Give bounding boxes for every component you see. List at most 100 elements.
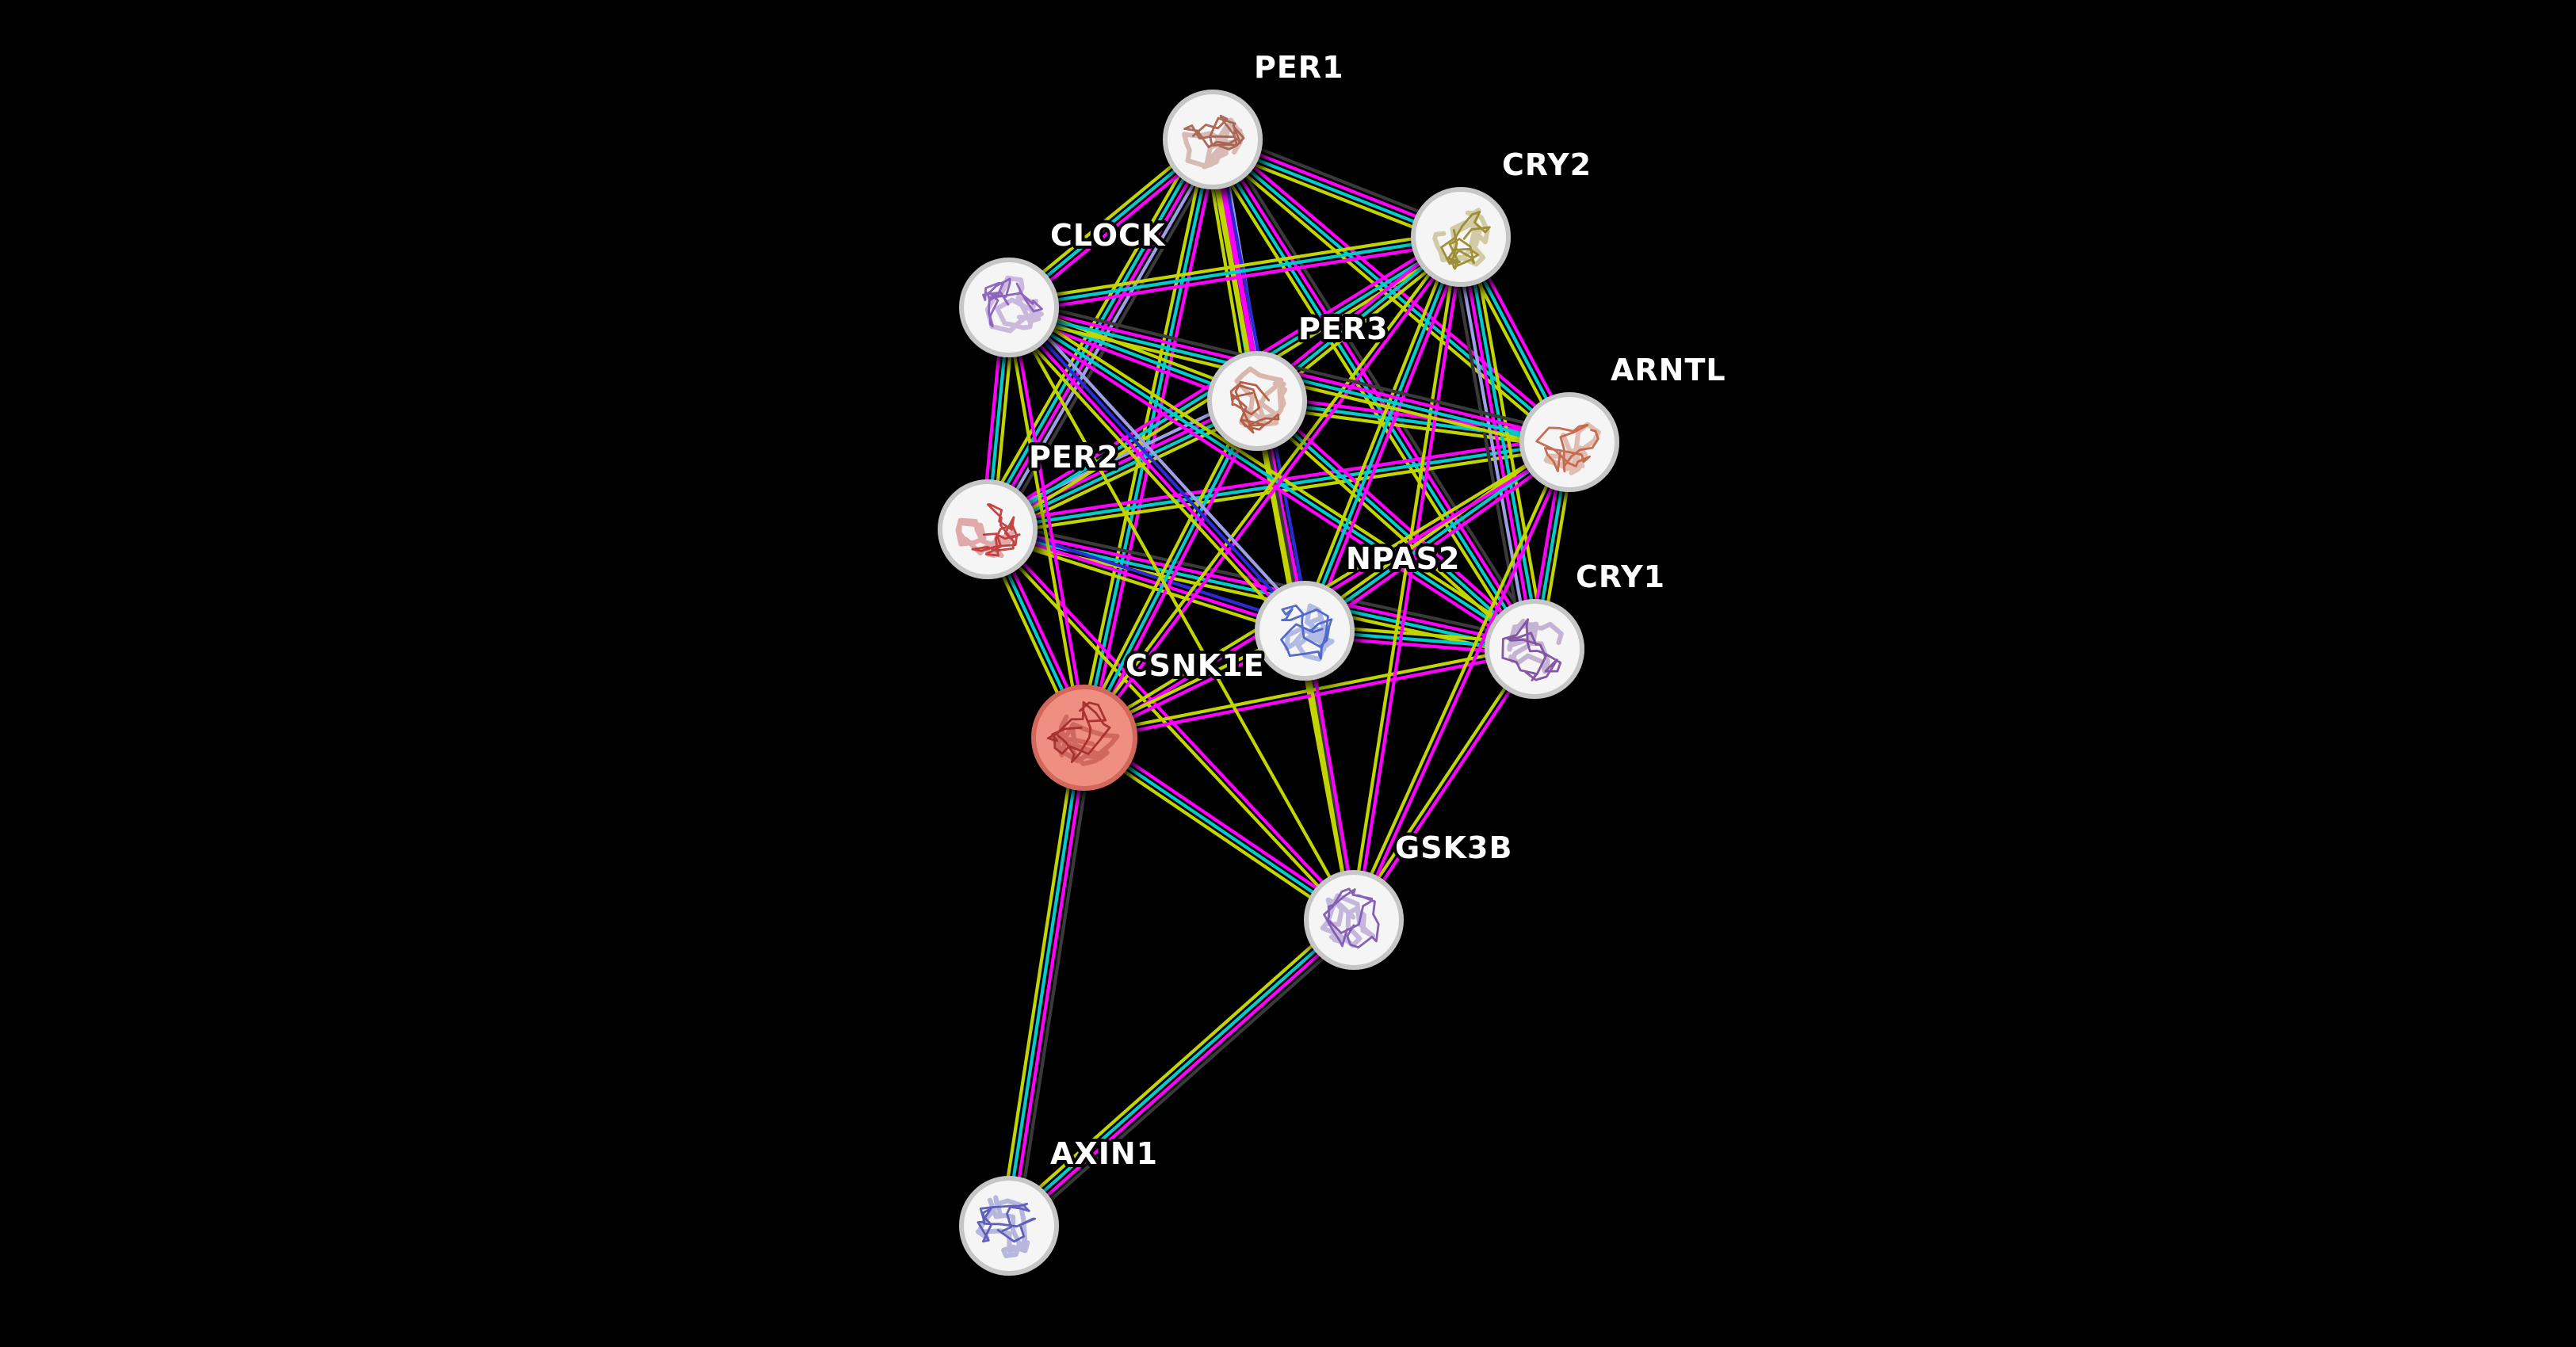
edge-CRY1-CRY2[interactable] — [1448, 233, 1547, 653]
edge-CRY2-CLOCK-experiments-evidence-line — [1007, 240, 1464, 315]
edge-CRY1-CRY2-textmining-evidence-line — [1470, 233, 1547, 649]
edge-CLOCK-GSK3B[interactable] — [1007, 305, 1356, 922]
edge-CSNK1E-GSK3B-databases-evidence-line — [1082, 735, 1356, 922]
edge-CRY1-GSK3B-textmining-evidence-line — [1349, 645, 1535, 921]
node-CLOCK[interactable] — [959, 258, 1059, 357]
node-label-ARNTL: ARNTL — [1611, 353, 1726, 387]
protein-structure-icon — [982, 277, 1043, 328]
node-circle-PER1 — [1163, 90, 1263, 189]
labels-layer: PER1CRY2CLOCKPER3ARNTLPER2NPAS2CRY1CSNK1… — [1026, 47, 1729, 1174]
node-CSNK1E[interactable] — [1031, 685, 1137, 791]
node-label-PER1: PER1 — [1254, 50, 1344, 85]
node-label-GSK3B: GSK3B — [1395, 830, 1512, 865]
node-label-NPAS2: NPAS2 — [1346, 541, 1460, 576]
edge-CLOCK-GSK3B-textmining-evidence-line — [1007, 305, 1356, 922]
node-circle-CRY1 — [1485, 599, 1584, 699]
protein-structure-icon — [1046, 700, 1111, 764]
edge-PER1-ARNTL-experiments-evidence-line — [1214, 133, 1575, 440]
edge-PER3-ARNTL-textmining-evidence-line — [1254, 404, 1571, 450]
edge-PER3-ARNTL-experiments-evidence-line — [1256, 394, 1573, 439]
node-label-CSNK1E: CSNK1E — [1126, 648, 1265, 683]
edge-CLOCK-NPAS2-homology-evidence-line — [1013, 300, 1313, 628]
edge-CSNK1E-AXIN1-coexpression-evidence-line — [1015, 737, 1095, 1229]
edge-CRY1-CRY2-databases-evidence-line — [1464, 234, 1542, 650]
edge-CRY1-CLOCK-databases-evidence-line — [1007, 305, 1537, 651]
edge-CRY2-CSNK1E-experiments-evidence-line — [1084, 237, 1465, 742]
edge-PER1-CSNK1E-databases-evidence-line — [1082, 137, 1215, 740]
edges-layer — [976, 130, 1577, 1234]
node-label-CLOCK: CLOCK — [1050, 218, 1166, 253]
protein-structure-icon — [1182, 117, 1244, 170]
protein-structure-icon — [1440, 211, 1491, 270]
node-CRY1[interactable] — [1485, 599, 1584, 699]
edge-GSK3B-AXIN1-coexpression-evidence-line — [1012, 924, 1362, 1234]
edge-CRY2-CLOCK-textmining-evidence-line — [1006, 230, 1462, 304]
edge-CLOCK-NPAS2-experiments-evidence-line — [1005, 307, 1305, 635]
edge-GSK3B-AXIN1[interactable] — [1001, 911, 1362, 1234]
node-label-PER2: PER2 — [1029, 440, 1119, 475]
edge-CRY1-CSNK1E-experiments-evidence-line — [1083, 650, 1537, 742]
edge-CRY2-NPAS2-databases-evidence-line — [1302, 235, 1463, 633]
edge-CLOCK-NPAS2[interactable] — [1001, 300, 1313, 639]
edge-PER1-CRY1-textmining-evidence-line — [1203, 142, 1530, 655]
node-circle-CLOCK — [959, 258, 1059, 357]
edge-CRY2-CLOCK-databases-evidence-line — [1007, 235, 1463, 310]
node-circle-CSNK1E — [1031, 685, 1137, 791]
edge-PER2-NPAS2[interactable] — [984, 522, 1309, 638]
edge-CSNK1E-AXIN1[interactable] — [999, 735, 1095, 1229]
node-ARNTL[interactable] — [1519, 392, 1619, 492]
edge-CRY2-NPAS2[interactable] — [1298, 233, 1468, 635]
edge-GSK3B-AXIN1-databases-evidence-line — [1005, 916, 1354, 1226]
node-AXIN1[interactable] — [959, 1176, 1059, 1276]
edge-PER2-NPAS2-cooccurrence-evidence-line — [987, 522, 1309, 628]
edge-CSNK1E-AXIN1-textmining-evidence-line — [999, 735, 1078, 1227]
edge-CRY1-CSNK1E-textmining-evidence-line — [1082, 644, 1536, 737]
node-label-CRY1: CRY1 — [1576, 559, 1665, 594]
edge-PER1-ARNTL-databases-evidence-line — [1210, 137, 1572, 445]
protein-structure-icon — [1280, 604, 1333, 660]
edge-PER2-GSK3B-textmining-evidence-line — [984, 529, 1354, 924]
protein-structure-icon — [977, 1203, 1037, 1243]
edge-PER2-PER3-homology-evidence-line — [982, 391, 1256, 524]
nodes-layer — [938, 90, 1619, 1276]
node-PER3[interactable] — [1207, 351, 1307, 451]
edge-CRY2-GSK3B-experiments-evidence-line — [1355, 235, 1466, 922]
edge-CRY1-GSK3B[interactable] — [1349, 645, 1539, 924]
protein-structure-icon — [955, 517, 1015, 559]
edge-CRY1-CSNK1E[interactable] — [1082, 644, 1537, 742]
protein-structure-icon — [975, 1195, 1030, 1258]
edge-CRY2-CSNK1E-textmining-evidence-line — [1080, 233, 1461, 738]
edge-CRY2-GSK3B[interactable] — [1349, 235, 1466, 922]
edge-CRY2-CLOCK[interactable] — [1006, 230, 1464, 315]
node-NPAS2[interactable] — [1255, 581, 1355, 681]
protein-structure-icon — [1229, 380, 1280, 434]
edge-CRY1-CLOCK-experiments-evidence-line — [1004, 310, 1534, 656]
edge-CRY1-CLOCK[interactable] — [1004, 301, 1539, 656]
edge-ARNTL-GSK3B[interactable] — [1349, 439, 1574, 923]
edge-PER3-ARNTL-databases-evidence-line — [1255, 399, 1572, 445]
edge-CLOCK-CSNK1E[interactable] — [1004, 305, 1089, 740]
edge-CRY2-NPAS2-experiments-evidence-line — [1308, 237, 1468, 635]
node-GSK3B[interactable] — [1304, 870, 1404, 970]
node-label-AXIN1: AXIN1 — [1050, 1136, 1158, 1171]
protein-structure-icon — [1323, 887, 1380, 949]
edge-CRY2-CSNK1E[interactable] — [1080, 233, 1465, 742]
edge-PER2-NPAS2-experiments-evidence-line — [985, 527, 1307, 633]
edge-ARNTL-GSK3B-experiments-evidence-line — [1355, 441, 1574, 923]
edge-CSNK1E-AXIN1-databases-evidence-line — [1004, 735, 1084, 1227]
edge-CLOCK-CSNK1E-experiments-evidence-line — [1010, 305, 1089, 739]
node-circle-CRY2 — [1411, 187, 1511, 287]
protein-structure-icon — [971, 503, 1021, 557]
edge-PER1-CSNK1E-textmining-evidence-line — [1077, 136, 1210, 738]
edge-CSNK1E-GSK3B[interactable] — [1079, 731, 1359, 926]
node-PER1[interactable] — [1163, 90, 1263, 189]
edge-CRY2-NPAS2-textmining-evidence-line — [1298, 233, 1458, 631]
edge-CSNK1E-AXIN1-experiments-evidence-line — [1010, 736, 1089, 1228]
edge-PER3-ARNTL[interactable] — [1254, 394, 1573, 450]
edge-CRY2-GSK3B-textmining-evidence-line — [1349, 235, 1460, 922]
node-PER2[interactable] — [938, 479, 1038, 579]
node-CRY2[interactable] — [1411, 187, 1511, 287]
edge-GSK3B-AXIN1-textmining-evidence-line — [1001, 911, 1351, 1222]
edge-CRY1-CLOCK-textmining-evidence-line — [1010, 301, 1539, 647]
